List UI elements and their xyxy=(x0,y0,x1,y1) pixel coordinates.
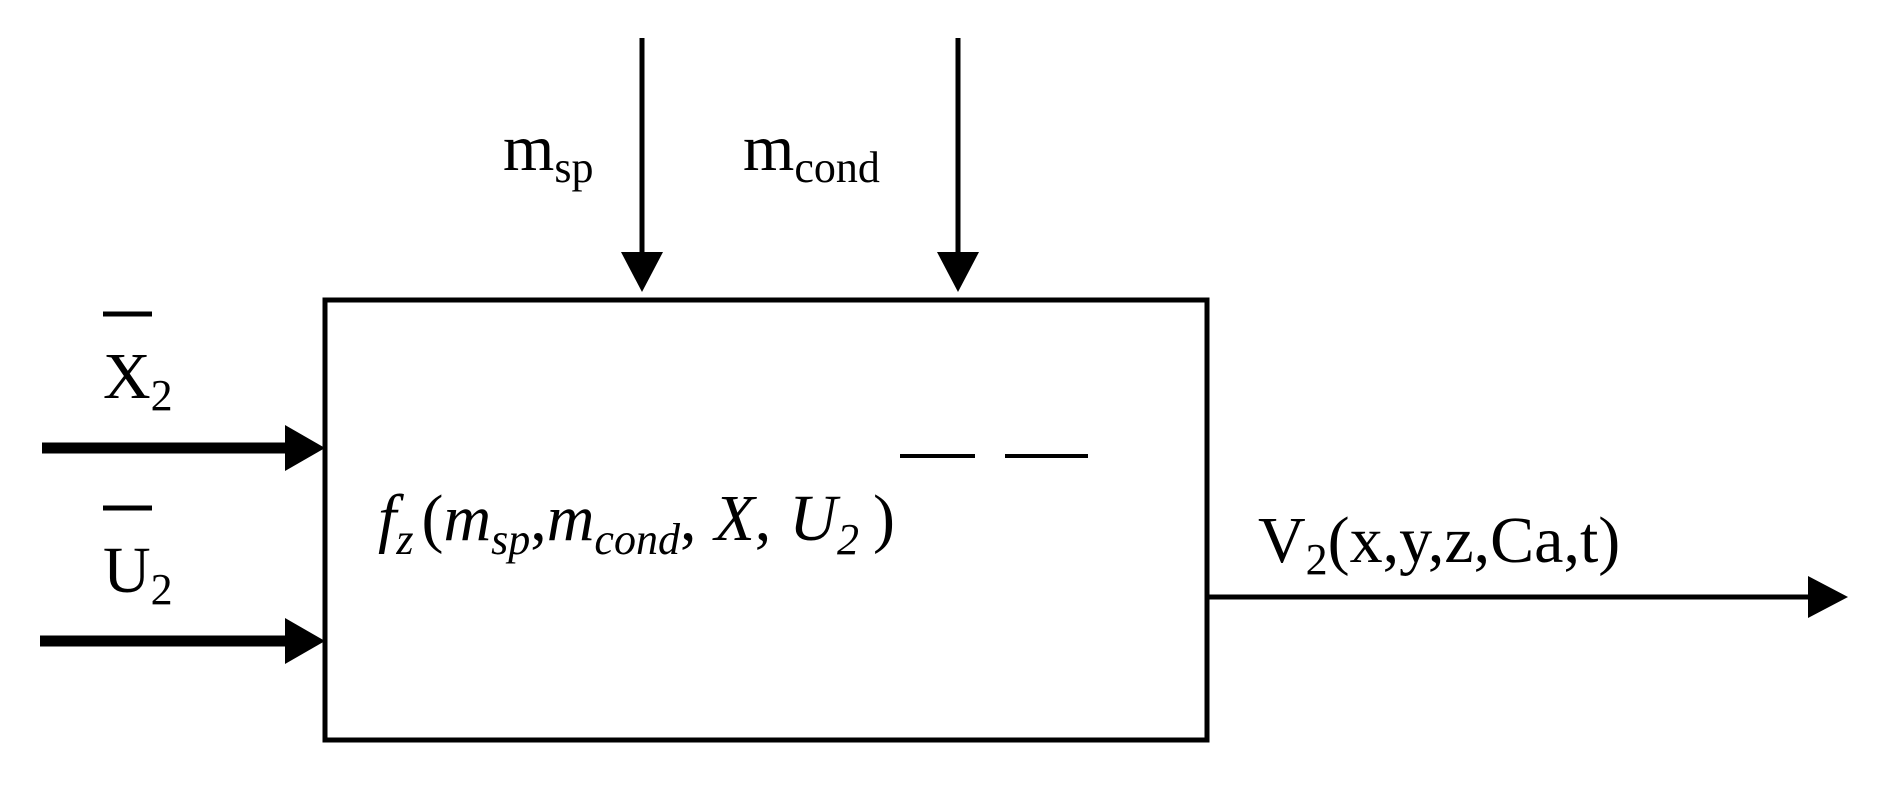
top-input-arrow-msp xyxy=(621,38,663,292)
process-block xyxy=(322,297,1210,743)
output-label-v2: V2(x,y,z,Ca,t) xyxy=(1258,504,1620,584)
left-input-label-x2: X2 xyxy=(103,311,173,420)
left-input-arrow-x2 xyxy=(42,425,325,471)
left-input-arrow-u2 xyxy=(40,618,325,664)
output-arrow-v2 xyxy=(1207,576,1848,618)
top-input-label-msp: msp xyxy=(503,112,593,192)
top-input-label-mcond: mcond xyxy=(743,112,880,192)
top-input-arrow-mcond xyxy=(937,38,979,292)
svg-text:U2: U2 xyxy=(103,534,173,614)
left-input-label-u2: U2 xyxy=(103,505,173,614)
block-formula: fz(msp,mcond,X,U2) xyxy=(378,482,895,564)
svg-text:X2: X2 xyxy=(103,340,173,420)
